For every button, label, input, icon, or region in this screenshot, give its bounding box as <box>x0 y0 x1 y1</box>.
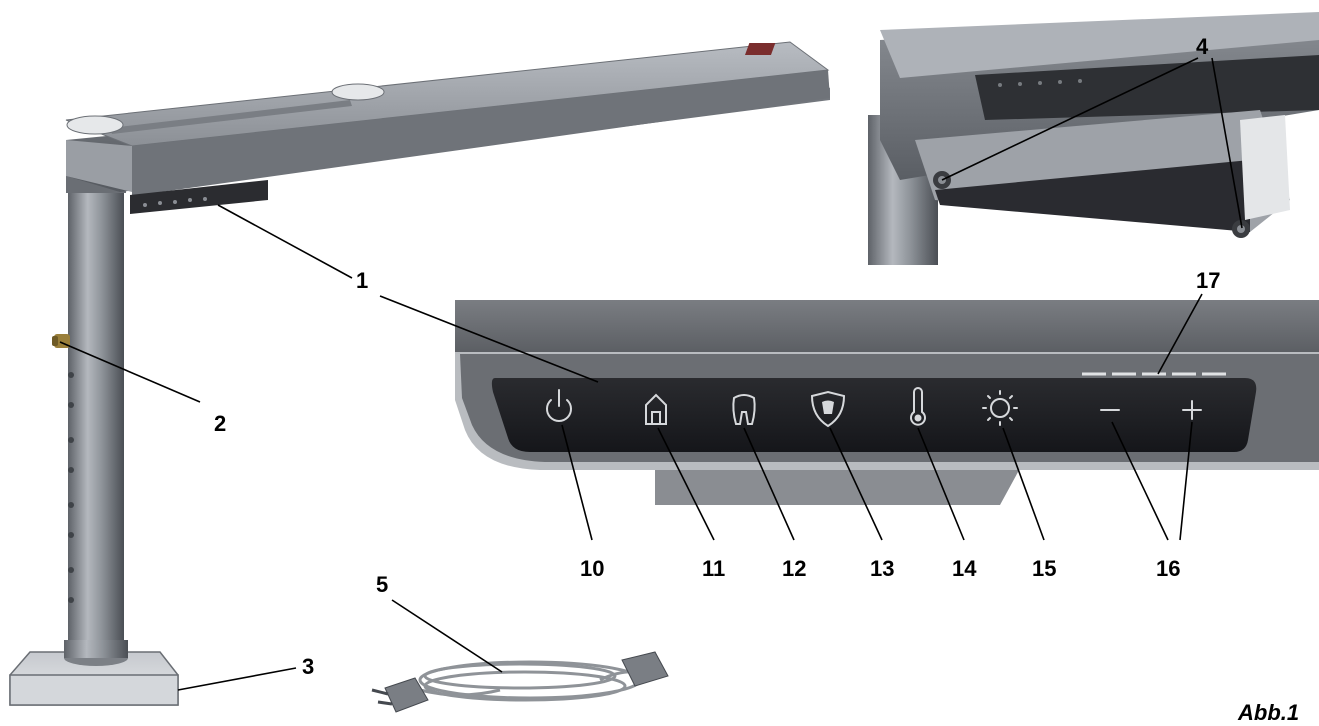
callout-12: 12 <box>782 556 807 581</box>
callout-16: 16 <box>1156 556 1181 581</box>
shield-tooth-icon <box>810 390 846 428</box>
home-icon <box>645 393 667 425</box>
lamp-base <box>9 640 179 706</box>
power-plug <box>371 677 429 713</box>
callout-11: 11 <box>702 556 726 581</box>
lamp-arm <box>65 41 830 214</box>
device-plug <box>621 651 669 687</box>
lamp-pole <box>68 185 124 645</box>
figure-label: Abb.1 <box>1238 700 1300 725</box>
control-panel-detail <box>455 300 1319 510</box>
callout-13: 13 <box>870 556 895 581</box>
callout-5: 5 <box>376 572 389 597</box>
light-icon <box>982 390 1018 426</box>
plus-icon <box>1182 400 1202 420</box>
callout-1: 1 <box>356 268 369 293</box>
callout-2: 2 <box>214 411 227 436</box>
thermometer-icon <box>910 387 926 426</box>
arm-panel-buttons <box>143 197 207 207</box>
callout-17: 17 <box>1196 268 1221 293</box>
callout-10: 10 <box>580 556 605 581</box>
power-icon <box>546 389 572 422</box>
callout-15: 15 <box>1032 556 1057 581</box>
callout-4: 4 <box>1196 34 1209 59</box>
tooth-icon <box>732 394 756 425</box>
mounting-detail-inset <box>868 12 1319 265</box>
power-cable <box>418 660 642 702</box>
leader-lines <box>59 57 1243 691</box>
callout-14: 14 <box>952 556 977 581</box>
callout-3: 3 <box>302 654 315 679</box>
lamp-assembly <box>9 41 830 706</box>
touch-panel-glass <box>491 378 1257 452</box>
height-adjust-holes <box>68 372 74 603</box>
